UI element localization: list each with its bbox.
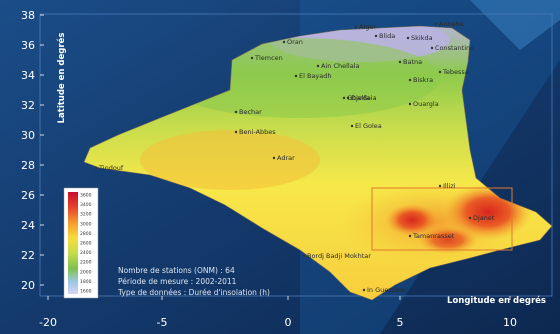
x-tick-label: 10 [503, 316, 517, 329]
city-label: Illizi [443, 182, 456, 190]
city-marker [282, 40, 286, 44]
legend-color-bar [68, 192, 78, 294]
city-label: Constantine [435, 44, 474, 52]
city-marker [408, 102, 412, 106]
city-label: Annaba [439, 20, 464, 28]
city-marker [406, 36, 410, 40]
legend-label: 2800 [80, 231, 92, 237]
city-label: Djanet [473, 214, 495, 222]
y-tick-label: 26 [21, 189, 35, 202]
legend-label: 1600 [80, 289, 92, 295]
y-axis-ticks: 38 36 34 32 30 28 26 24 22 20 [21, 9, 44, 292]
city-marker [438, 70, 442, 74]
legend-label: 3600 [80, 193, 92, 199]
x-tick-label: 0 [285, 316, 292, 329]
city-marker [234, 110, 238, 114]
city-label: Beni-Abbes [239, 128, 276, 136]
city-marker [430, 46, 434, 50]
city-marker [272, 156, 276, 160]
city-label: Bordj Badji Mokhtar [307, 252, 371, 260]
y-tick-label: 28 [21, 159, 35, 172]
city-marker [346, 96, 350, 100]
x-tick-label: 5 [397, 316, 404, 329]
legend-label: 2000 [80, 269, 92, 275]
y-axis-title: Latitude en degrés [56, 33, 67, 124]
city-marker [250, 56, 254, 60]
city-label: Djelfa [351, 94, 370, 102]
city-marker [316, 64, 320, 68]
city-label: Tindouf [98, 164, 124, 172]
plot-frame [39, 13, 553, 297]
legend-label: 3400 [80, 202, 92, 208]
city-label: Tlemcen [254, 54, 283, 62]
y-tick-label: 38 [21, 9, 35, 22]
city-marker [294, 74, 298, 78]
legend-label: 2600 [80, 241, 92, 247]
city-marker [398, 60, 402, 64]
legend-label: 3200 [80, 212, 92, 218]
y-tick-label: 34 [21, 69, 35, 82]
city-label: El Bayadh [299, 72, 332, 80]
city-marker [468, 216, 472, 220]
city-label: Ghardaia [347, 94, 377, 102]
background-band-light [470, 0, 560, 50]
city-label: Skikda [411, 34, 433, 42]
legend-label: 2400 [80, 250, 92, 256]
x-axis-ticks: -20 -5 0 5 10 [39, 296, 517, 329]
city-label: Ouargla [413, 100, 439, 108]
hotspot-frame [371, 187, 513, 251]
city-label: Tamanrasset [412, 232, 455, 240]
city-marker [408, 78, 412, 82]
city-marker [94, 166, 98, 170]
y-tick-label: 32 [21, 99, 35, 112]
city-marker [434, 22, 438, 26]
city-label: Alger [359, 23, 376, 31]
y-tick-label: 20 [21, 279, 35, 292]
city-marker [438, 184, 442, 188]
legend-label: 1800 [80, 279, 92, 285]
city-marker [362, 288, 366, 292]
x-axis-title: Longitude en degrés [447, 295, 546, 306]
city-marker [234, 130, 238, 134]
legend-labels: 3600 3400 3200 3000 2800 2600 2400 2200 2000 1800… [80, 193, 92, 295]
city-marker [342, 96, 346, 100]
city-marker [408, 234, 412, 238]
city-marker [354, 25, 358, 29]
city-label: Biskra [413, 76, 433, 84]
city-label: Bechar [239, 108, 262, 116]
city-marker [374, 34, 378, 38]
x-tick-label: -20 [39, 316, 57, 329]
y-tick-label: 24 [21, 219, 35, 232]
legend-label: 3000 [80, 221, 92, 227]
city-label: Oran [287, 38, 303, 46]
city-marker [350, 124, 354, 128]
city-label: Adrar [277, 154, 295, 162]
color-legend: 3600 3400 3200 3000 2800 2600 2400 2200 2000 1800… [63, 187, 99, 299]
city-label: Ain Chellala [321, 62, 359, 70]
city-label: In Guezzam [367, 286, 405, 294]
info-period: Période de mesure : 2002-2011 [118, 277, 237, 286]
legend-label: 2200 [80, 260, 92, 266]
info-stations: Nombre de stations (ONM) : 64 [118, 266, 235, 275]
info-datatype: Type de données : Durée d'insolation (h) [117, 288, 270, 297]
city-label: Blida [379, 32, 395, 40]
x-tick-label: -5 [157, 316, 168, 329]
y-tick-label: 22 [21, 249, 35, 262]
city-label: El Golea [355, 122, 382, 130]
city-label: Tebessa [442, 68, 469, 76]
city-marker [302, 254, 306, 258]
city-label: Batna [403, 58, 422, 66]
y-tick-label: 36 [21, 39, 35, 52]
y-tick-label: 30 [21, 129, 35, 142]
